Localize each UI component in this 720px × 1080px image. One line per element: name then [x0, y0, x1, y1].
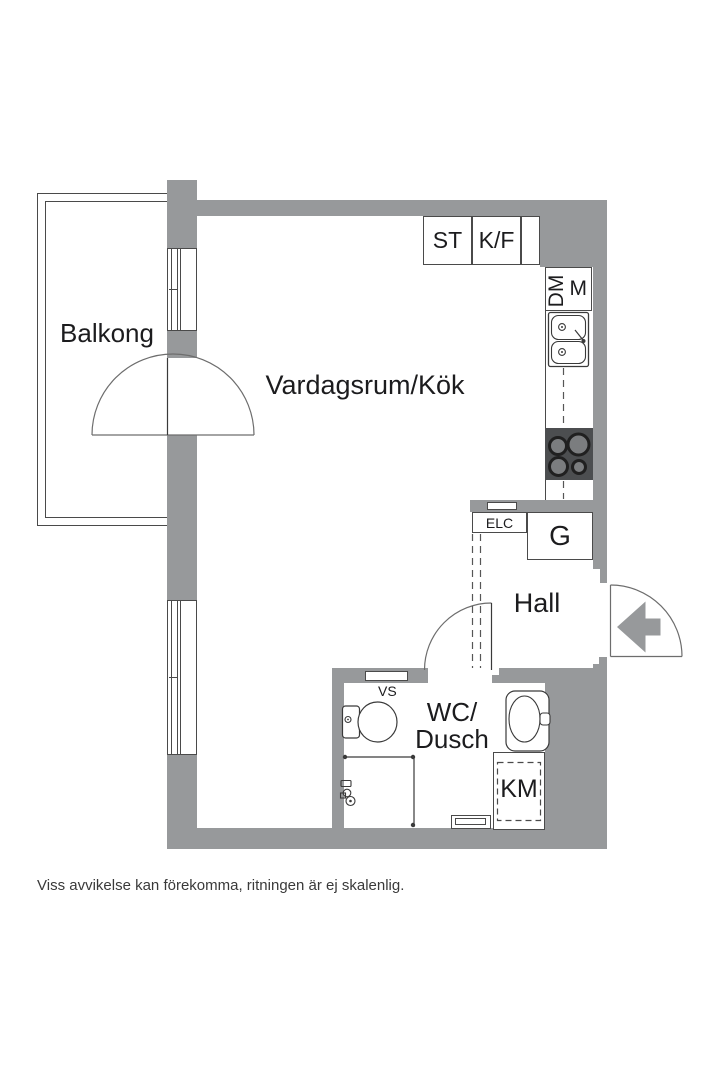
window-mid-tick: [169, 676, 178, 678]
wc-label-line2: Dusch: [415, 724, 489, 755]
wall-bottom: [167, 828, 607, 849]
toilet-symbol: [341, 701, 398, 743]
microwave-label: M: [569, 277, 588, 300]
wardrobe-box: G: [527, 512, 593, 560]
electrical-panel-marker: [487, 502, 517, 510]
disclaimer-text: Viss avvikelse kan förekomma, ritningen …: [37, 877, 405, 894]
elc-label: ELC: [485, 514, 514, 531]
washbasin-symbol: [505, 690, 551, 752]
window-upper: [167, 248, 197, 331]
window-frame-line: [180, 249, 181, 330]
wardrobe-label: G: [549, 520, 571, 551]
vs-label: VS: [378, 683, 397, 699]
counter-edge: [545, 267, 546, 500]
elc-box: ELC: [472, 512, 527, 533]
wall-left-top: [167, 180, 197, 248]
passage-dashed-lines: [471, 534, 482, 668]
window-glass-line: [171, 249, 178, 330]
cabinet-st: ST: [423, 216, 472, 265]
stove-symbol: [545, 428, 593, 480]
cabinet-st-label: ST: [432, 227, 463, 253]
entry-jamb-notch-bottom: [593, 657, 599, 664]
dishwasher-label: DM: [545, 274, 568, 308]
living-kitchen-label: Vardagsrum/Kök: [265, 370, 465, 400]
wall-wc-top-right: [492, 668, 607, 683]
radiator-inner-line: [455, 818, 486, 825]
hall-label: Hall: [513, 588, 561, 618]
wall-corner-top-right: [540, 200, 607, 267]
window-lower: [167, 600, 197, 755]
sink-symbol: [547, 311, 590, 368]
cabinet-kf-label: K/F: [478, 227, 515, 253]
window-glass-line: [171, 601, 178, 754]
wall-wc-left: [332, 683, 344, 828]
wall-block-bottom-right: [545, 670, 607, 828]
entry-arrow-icon: [617, 601, 661, 653]
radiator: [451, 815, 491, 829]
window-frame-line: [180, 601, 181, 754]
washing-machine-label: KM: [500, 775, 538, 803]
entry-jamb-notch-top: [593, 569, 600, 583]
wall-left-mid2: [167, 435, 197, 600]
cabinet-kf: K/F: [472, 216, 521, 265]
wc-door-swing: [423, 602, 493, 671]
wc-dusch-label: WC/ Dusch: [392, 697, 512, 755]
balcony-label: Balkong: [60, 318, 154, 348]
appliance-dm-m-box: DM M: [545, 267, 592, 311]
wall-right-upper: [593, 267, 607, 583]
wc-jamb-notch: [492, 668, 499, 675]
cabinet-blank: [521, 216, 540, 265]
window-mid-tick: [169, 288, 178, 290]
shower-symbol: [339, 754, 416, 828]
vs-box: [365, 671, 408, 681]
entry-door-swing: [609, 584, 683, 658]
wc-label-line1: WC/: [426, 697, 478, 727]
balcony-railing-outer: [37, 193, 167, 526]
wall-top: [197, 200, 607, 216]
wall-left-bottom: [167, 755, 197, 828]
balcony-railing-inner: [45, 201, 167, 518]
